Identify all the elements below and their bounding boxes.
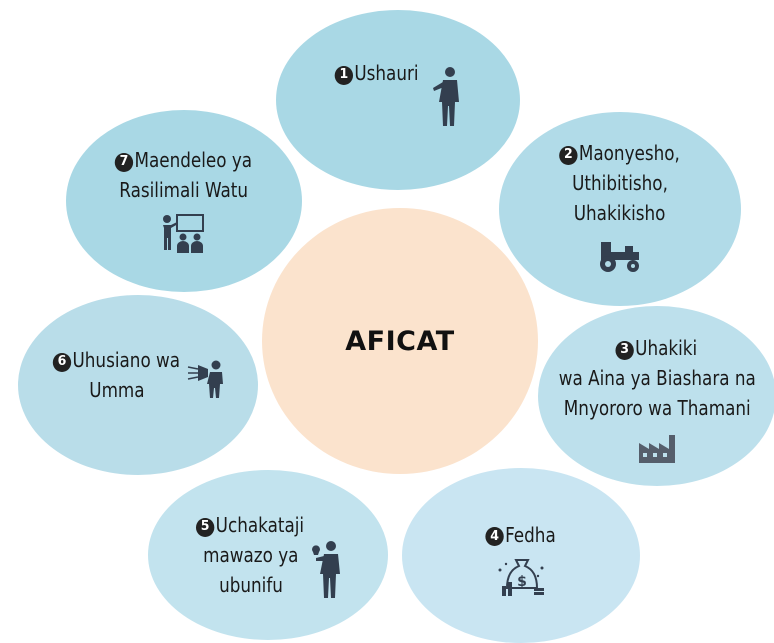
businessman-idea-icon <box>311 541 340 598</box>
presenter-icon <box>433 67 460 126</box>
svg-text:$: $ <box>517 574 527 590</box>
factory-icon <box>639 435 675 463</box>
label-uhakiki-3: Mnyororo wa Thamani <box>563 396 751 420</box>
classroom-training-icon <box>163 214 204 253</box>
label-maonyesho-3: Uhakikisho <box>574 201 666 225</box>
megaphone-person-icon <box>187 360 224 398</box>
label-uhakiki-2: wa Aina ya Biashara na <box>558 366 756 390</box>
tractor-icon <box>600 242 639 272</box>
number-badge: 1 <box>334 65 353 85</box>
label-maonyesho-2: Uthibitisho, <box>572 171 668 195</box>
center-title: AFICAT <box>345 325 455 357</box>
label-uchakataji-3: ubunifu <box>219 573 283 597</box>
money-bag-icon: $ <box>498 558 544 596</box>
center-circle: AFICAT <box>262 208 538 474</box>
label-uhusiano-2: Umma <box>89 378 145 402</box>
label-uchakataji-2: mawazo ya <box>203 543 299 567</box>
label-maendeleo-2: Rasilimali Watu <box>119 178 249 202</box>
